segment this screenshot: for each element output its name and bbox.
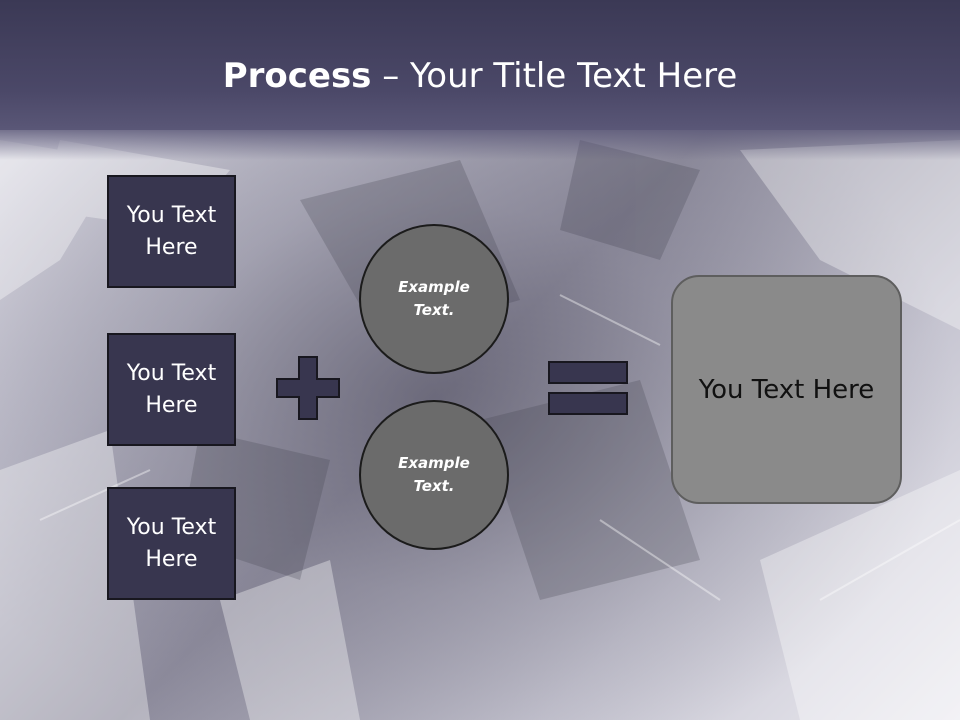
slide-title-rest: – Your Title Text Here [371, 56, 738, 96]
slide-title-bold: Process [222, 56, 372, 96]
plus-icon [276, 356, 340, 420]
slide-title: Process – Your Title Text Here [0, 54, 960, 98]
result-text-box[interactable]: You Text Here [671, 275, 902, 504]
equals-icon [548, 361, 628, 415]
title-bar-fade [0, 128, 960, 160]
title-bar [0, 0, 960, 130]
